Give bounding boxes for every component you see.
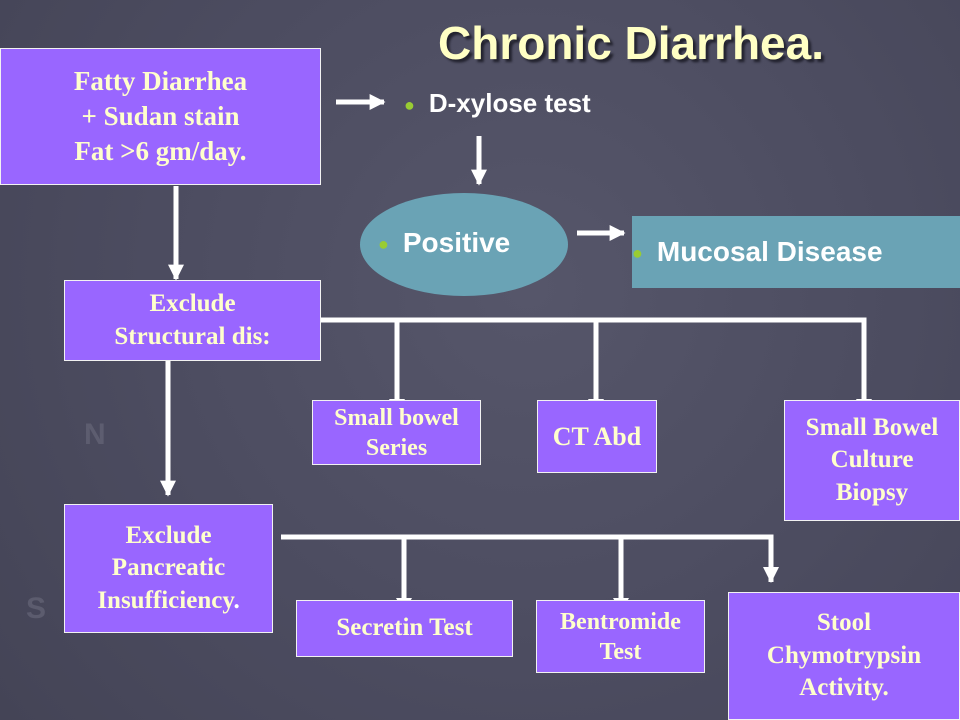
pancreatic-period: . [233,586,240,614]
line-pancreatic-branch [281,534,774,582]
mucosal-disease-box [632,216,960,288]
positive-item: ● Positive [378,227,510,259]
secretin-test-box: Secretin Test [296,600,513,657]
bullet-dot-icon: ● [378,234,389,255]
ct-abd-label: CT Abd [552,421,642,451]
stool-line-1: Stool [816,609,872,637]
pancreatic-line-3: Insufficiency [97,586,234,614]
sbc-line-1: Small Bowel [805,413,939,441]
fatty-line-2: + Sudan stain [81,100,240,131]
positive-label: Positive [402,227,511,258]
sbc-line-2: Culture [830,446,914,474]
sbs-line-2: Series [365,434,428,461]
bentromide-line-1: Bentromide [560,608,681,635]
dxylose-label: D-xylose test [428,88,591,118]
small-bowel-series-box: Small bowel Series [312,400,481,465]
stool-line-3: Activity. [799,674,889,702]
pancreatic-line-2: Pancreatic [111,554,226,582]
stool-chymotrypsin-box: Stool Chymotrypsin Activity. [728,592,960,720]
line-structural-branch [321,317,867,399]
structural-line-1: Exclude [149,290,236,317]
small-bowel-culture-box: Small Bowel Culture Biopsy [784,400,960,521]
positive-oval [360,193,568,296]
bentromide-line-2: Test [599,638,642,665]
fatty-diarrhea-box: Fatty Diarrhea + Sudan stain Fat >6 gm/d… [0,48,321,185]
mucosal-label: Mucosal Disease [656,236,883,267]
secretin-label: Secretin Test [336,614,473,642]
stool-line-2: Chymotrypsin [766,641,922,669]
exclude-pancreatic-box: Exclude Pancreatic Insufficiency. [64,504,273,633]
exclude-structural-box: Exclude Structural dis: [64,280,321,361]
bullet-dot-icon: ● [404,94,415,115]
sbc-line-3: Biopsy [835,478,909,506]
pancreatic-line-1: Exclude [125,521,212,549]
mucosal-disease-item: ● Mucosal Disease [632,236,883,268]
watermark-north-letter: N [84,418,106,451]
watermark-south-letter: S [26,592,47,625]
bullet-dot-icon: ● [632,243,643,264]
bentromide-test-box: Bentromide Test [536,600,705,673]
fatty-line-3: Fat >6 gm/day. [74,136,247,167]
pancreatic-line-3-wrap: Insufficiency. [97,585,239,618]
ct-abd-box: CT Abd [537,400,657,473]
sbs-line-1: Small bowel [334,404,459,431]
slide-title: Chronic Diarrhea. [438,17,824,69]
fatty-line-1: Fatty Diarrhea [73,65,248,96]
structural-line-2: Structural dis: [114,322,271,350]
dxylose-test-item: ● D-xylose test [404,88,591,119]
